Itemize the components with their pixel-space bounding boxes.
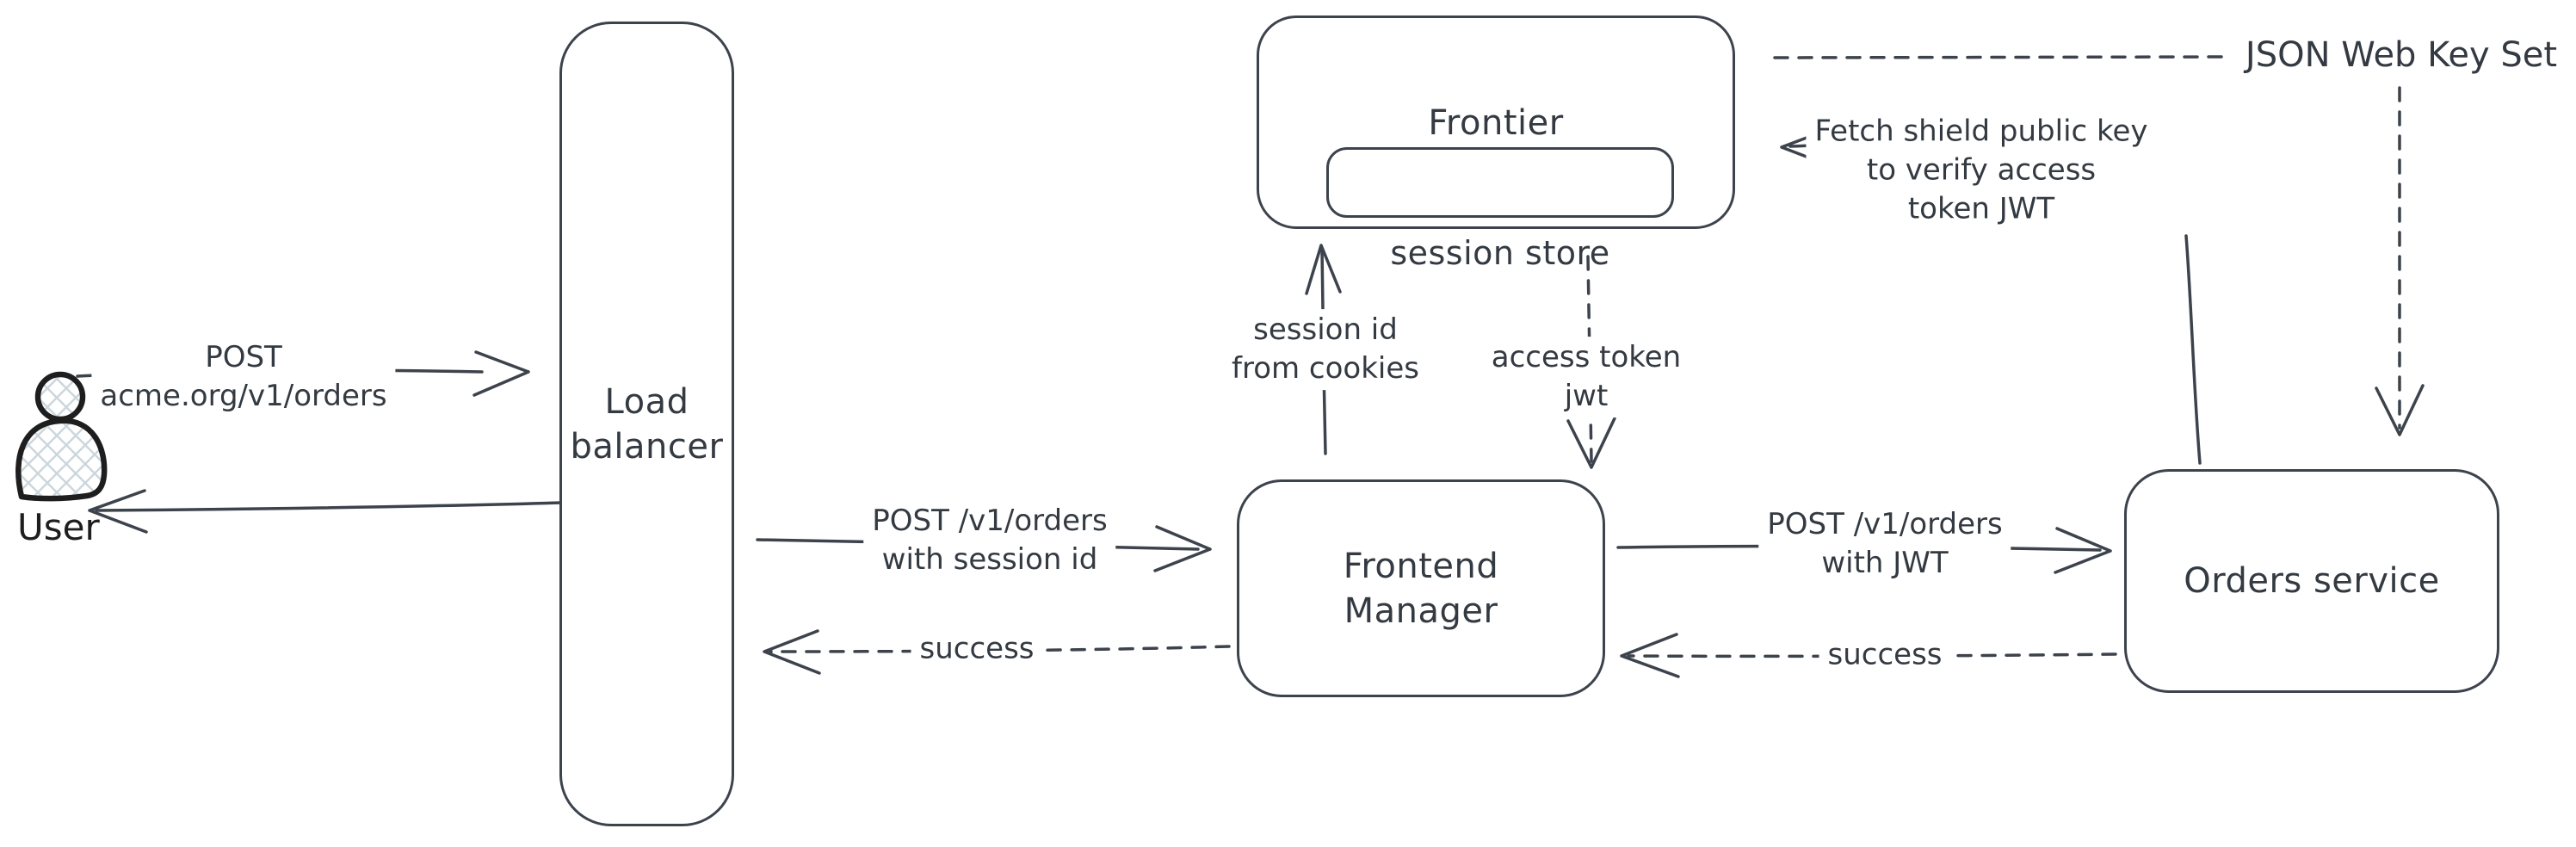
session-store-label: session store <box>1390 234 1610 272</box>
edge-label-success-right: success <box>1819 634 1951 677</box>
frontier-node: Frontier session store <box>1257 15 1735 272</box>
edge-label-access-token-jwt: access token jwt <box>1482 337 1690 417</box>
line-frontier-to-jwks <box>1773 55 2229 59</box>
arrow-lb-to-user <box>88 489 563 534</box>
session-store-node: session store <box>1326 147 1674 272</box>
user-icon <box>15 371 108 502</box>
orders-service-label: Orders service <box>2184 561 2440 601</box>
edge-label-session-id-cookies: session id from cookies <box>1223 309 1428 390</box>
edge-label-fetch-public-key: Fetch shield public key to verify access… <box>1806 110 2157 231</box>
frontend-manager-label: Frontend Manager <box>1343 546 1499 631</box>
arrow-fm-to-lb-success <box>763 629 1231 675</box>
frontend-manager-node: Frontend Manager <box>1237 479 1605 697</box>
edge-label-post-acme-orders: POST acme.org/v1/orders <box>91 337 396 417</box>
edge-label-post-orders-jwt: POST /v1/orders with JWT <box>1758 504 2011 584</box>
load-balancer-node: Load balancer <box>559 22 734 826</box>
frontier-label: Frontier <box>1428 103 1564 143</box>
arrow-jwks-to-orders <box>2375 86 2425 436</box>
edge-label-post-orders-session-id: POST /v1/orders with session id <box>863 500 1116 581</box>
jwks-label: JSON Web Key Set <box>2245 35 2558 75</box>
edge-label-success-left: success <box>911 628 1043 671</box>
load-balancer-label: Load balancer <box>570 381 724 467</box>
orders-service-node: Orders service <box>2124 469 2499 693</box>
user-node-label: User <box>17 506 100 548</box>
